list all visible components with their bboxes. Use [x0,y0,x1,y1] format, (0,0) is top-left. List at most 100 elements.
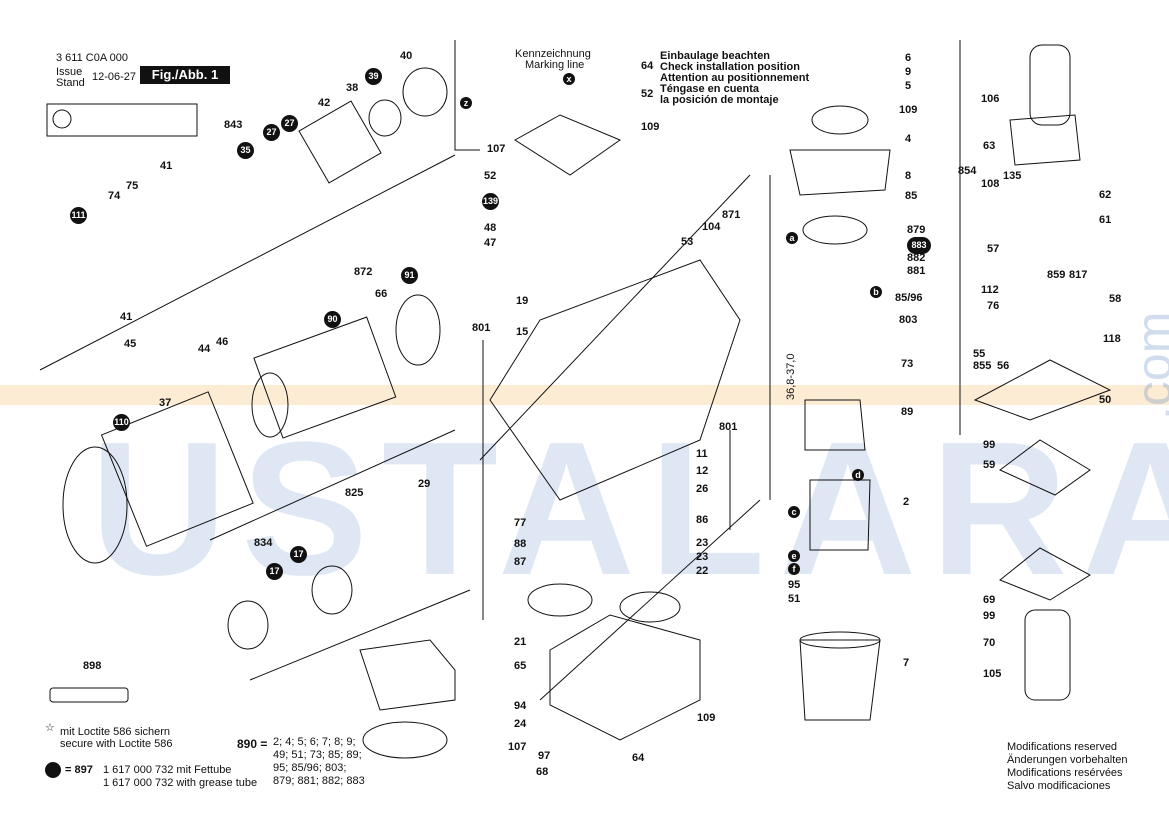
part-number: 801 [472,322,491,334]
part-number: 94 [514,700,527,712]
part-number: 882 [907,252,926,264]
part-number: 44 [198,343,211,355]
part-number: 88 [514,538,527,550]
part-number: 4 [905,133,912,145]
part-number: 65 [514,660,527,672]
modifications-line: Modifications resérvées [1007,767,1123,779]
ref-letter-c: c [788,506,800,518]
doc-number: 3 611 C0A 000 [56,52,128,64]
motor-schematic-box [46,103,198,137]
part-number: 40 [400,50,413,62]
watermark-text: USTALARA [90,403,1169,615]
part-number: 803 [899,314,918,326]
part-number: 62 [1099,189,1112,201]
part-number: 854 [958,165,977,177]
part-number: 95 [788,579,801,591]
part-number: 45 [124,338,137,350]
part-number: 834 [254,537,273,549]
part-number: 118 [1103,333,1121,345]
part-number: 87 [514,556,527,568]
service-set-list: 2; 4; 5; 6; 7; 8; 9; 49; 51; 73; 85; 89;… [273,736,365,788]
figure-label: Fig./Abb. 1 [140,66,230,84]
part-number: 77 [514,517,527,529]
part-number: 9 [905,66,912,78]
part-number: 859 [1047,269,1066,281]
part-bubble: 17 [290,546,307,563]
part-number: 825 [345,487,364,499]
part-number: 12 [696,465,709,477]
part-number: 89 [901,406,914,418]
marking-label-en: Marking line [525,59,585,71]
part-number: 21 [514,636,527,648]
part-number: 55 [973,348,986,360]
part-number: 112 [981,284,999,296]
grease-ref: = 897 [65,764,93,776]
part-number: 37 [159,397,172,409]
part-number: 855 [973,360,992,372]
dimension-callout: 36,8-37,0 [785,353,797,400]
part-number: 881 [907,265,926,277]
part-number: 879 [907,224,926,236]
part-number: 97 [538,750,551,762]
part-number: 61 [1099,214,1112,226]
part-bubble: 111 [70,207,87,224]
install-note-2: Check installation position [660,61,800,73]
part-number: 99 [983,439,996,451]
part-number: 871 [722,209,741,221]
part-number: 872 [354,266,373,278]
part-number: 107 [508,741,527,753]
part-number: 57 [987,243,1000,255]
part-bubble: 27 [281,115,298,132]
part-number: 50 [1099,394,1112,406]
star-icon: ☆ [45,722,55,734]
part-number: 76 [987,300,1000,312]
part-number: 817 [1069,269,1088,281]
loctite-note-de: mit Loctite 586 sichern [60,726,171,738]
marking-label-de: Kennzeichnung [515,48,591,60]
part-number: 70 [983,637,996,649]
part-number: 73 [901,358,914,370]
part-number: 843 [224,119,243,131]
part-number: 801 [719,421,738,433]
service-set-line: 49; 51; 73; 85; 89; [273,749,362,761]
part-number: 109 [899,104,918,116]
part-number: 11 [696,448,708,460]
issue-label: Issue [56,66,83,78]
grease-dot-icon [45,762,61,778]
part-number: 47 [484,237,497,249]
ref-letter-a: a [786,232,798,244]
part-number: 8 [905,170,912,182]
part-number: 68 [536,766,549,778]
ref-letter-b: b [870,286,882,298]
part-number: 64 [632,752,645,764]
modifications-line: Salvo modificaciones [1007,780,1111,792]
part-number: 69 [983,594,996,606]
install-note-4: Téngase en cuenta [660,83,760,95]
part-number: 86 [696,514,709,526]
part-number: 15 [516,326,529,338]
part-number: 59 [983,459,996,471]
part-number: 135 [1003,170,1022,182]
part-number: 6 [905,52,912,64]
part-number: 53 [681,236,694,248]
issue-date: 12-06-27 [92,71,137,83]
part-bubble: 35 [237,142,254,159]
part-bubble: 90 [324,311,341,328]
part-number: 52 [641,88,654,100]
part-number: 85/96 [895,292,923,304]
part-bubble: 27 [263,124,280,141]
part-number: 46 [216,336,229,348]
service-set-ref: 890 = [237,737,268,751]
part-number: 38 [346,82,359,94]
part-number: 26 [696,483,709,495]
part-number: 109 [641,121,660,133]
modifications-line: Modifications reserved [1007,741,1118,753]
part-number: 23 [696,551,709,563]
part-number: 108 [981,178,1000,190]
part-number: 29 [418,478,431,490]
service-set-line: 95; 85/96; 803; [273,762,347,774]
part-number: 42 [318,97,331,109]
service-set-line: 879; 881; 882; 883 [273,775,365,787]
